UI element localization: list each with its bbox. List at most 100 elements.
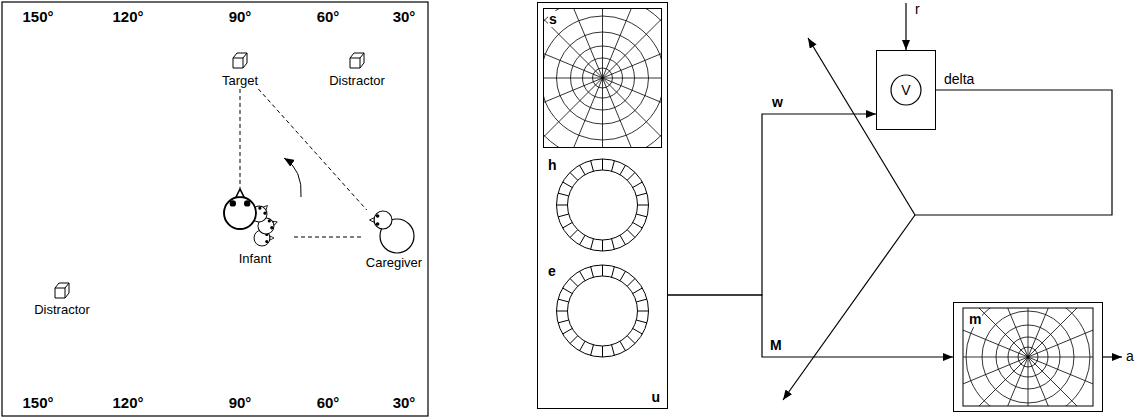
drawing-part [557, 159, 649, 251]
drawing-part [558, 214, 569, 217]
angle-label: 30° [393, 394, 416, 411]
map-grid [543, 261, 662, 361]
drawing-part [1028, 357, 1070, 411]
node-label: u [650, 389, 661, 405]
eye-ring: e [543, 261, 662, 361]
drawing-part [580, 235, 586, 245]
scene-frame [2, 2, 428, 416]
drawing-part [591, 239, 594, 250]
drawing-part [633, 329, 643, 335]
node-label: Distractor [27, 303, 97, 318]
drawing-part [612, 267, 615, 278]
drawing-part [570, 278, 578, 286]
drawing-part [568, 170, 638, 240]
drawing-part [602, 78, 603, 147]
drawing-part [636, 214, 647, 217]
drawing-part [1028, 357, 1102, 358]
drawing-part [1028, 303, 1102, 357]
drawing-part [558, 320, 569, 323]
drawing-part [636, 193, 647, 196]
drawing-part [620, 341, 626, 351]
output-label: a [1126, 348, 1134, 364]
drawing-part [602, 346, 603, 357]
caregiver-agent: Caregiver [362, 210, 426, 271]
angle-label: 90° [229, 8, 252, 25]
modulation-arrow [783, 215, 915, 400]
drawing-part [954, 357, 1028, 399]
drawing-part [620, 165, 626, 175]
head-ring: h [543, 155, 662, 255]
drawing-part [891, 75, 921, 105]
node-label: Caregiver [362, 256, 426, 271]
weight-connector [668, 114, 876, 295]
gaze-line [240, 89, 241, 188]
drawing-part [620, 235, 626, 245]
drawing-part [563, 329, 573, 335]
drawing-part [591, 345, 594, 356]
drawing-part [570, 336, 578, 344]
distractor-object: Distractor [322, 48, 392, 89]
drawing-part [638, 311, 649, 312]
drawing-part [580, 271, 586, 281]
gaze-line [258, 89, 366, 210]
distractor-object: Distractor [27, 279, 97, 318]
delta-wire [915, 90, 1112, 215]
drawing-part [954, 357, 1028, 411]
drawing-part [580, 165, 586, 175]
node-label: Infant [216, 252, 294, 267]
node-label: Distractor [322, 74, 392, 89]
drawing-part [544, 78, 603, 147]
angle-label: 120° [112, 8, 143, 25]
drawing-part [1028, 357, 1029, 411]
angle-label: 90° [229, 394, 252, 411]
drawing-part [560, 78, 602, 147]
drawing-part [603, 9, 645, 78]
drawing-part [603, 36, 662, 78]
node-label: e [547, 263, 557, 279]
drawing-part [602, 159, 603, 170]
node-label: m [968, 311, 982, 327]
drawing-part [224, 189, 256, 229]
drawing-part [627, 278, 635, 286]
saliency-map: s [543, 8, 662, 148]
drawing-part [557, 265, 649, 357]
drawing-part [563, 223, 573, 229]
angle-label: 60° [317, 8, 340, 25]
drawing-part [603, 9, 662, 78]
reward-wire [905, 3, 906, 50]
drawing-part [627, 230, 635, 238]
drawing-part [627, 172, 635, 180]
angle-label: 30° [393, 8, 416, 25]
drawing-part [627, 336, 635, 344]
drawing-part [580, 341, 586, 351]
drawing-part [563, 182, 573, 188]
weight-connector [668, 295, 953, 357]
infant-agent: Infant [216, 188, 294, 267]
map-grid [543, 155, 662, 255]
node-label: Target [212, 74, 268, 89]
drawing-part [603, 78, 662, 79]
drawing-part [544, 78, 603, 120]
drawing-part [591, 161, 594, 172]
angle-label: 150° [22, 394, 53, 411]
drawing-part [612, 239, 615, 250]
input-vector-box: u sh e [537, 2, 668, 409]
drawing-part [544, 9, 603, 78]
motor-map: m [953, 302, 1103, 412]
drawing-part [986, 357, 1028, 411]
drawing-part [570, 230, 578, 238]
map-grid [544, 9, 661, 147]
modulation-arrow [808, 38, 915, 215]
angle-label: 60° [317, 394, 340, 411]
drawing-part [633, 288, 643, 294]
drawing-part [558, 299, 569, 302]
drawing-part [954, 303, 1102, 411]
node-label: V [901, 82, 910, 98]
angle-label: 120° [112, 394, 143, 411]
drawing-part [591, 267, 594, 278]
drawing-part [557, 205, 568, 206]
gaze-line [294, 237, 362, 238]
node-label: h [547, 157, 558, 173]
